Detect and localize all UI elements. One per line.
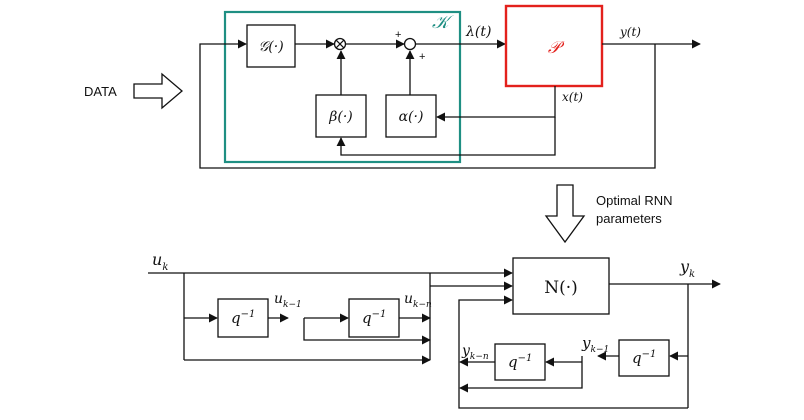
input-delay-1-label: q−1 xyxy=(231,309,255,327)
down-hollow-arrow xyxy=(544,184,586,244)
uk1-tap-line xyxy=(303,318,431,345)
state-feedback-alpha-line xyxy=(436,86,556,122)
yk-label: yk xyxy=(679,257,695,280)
outer-feedback-line xyxy=(199,39,656,169)
summing-node xyxy=(403,37,417,51)
controller-k-label: 𝒦 xyxy=(432,12,454,33)
controller-k-box xyxy=(223,10,462,164)
data-input-arrow xyxy=(133,72,184,110)
alpha-block-label: α(·) xyxy=(399,109,424,125)
n-block xyxy=(512,257,610,315)
data-label: DATA xyxy=(84,84,117,99)
y-label: y(t) xyxy=(619,25,641,39)
input-delay-2-block xyxy=(348,298,400,338)
output-delay-2-block xyxy=(494,343,546,381)
transition-section: Optimal RNN parameters xyxy=(544,184,673,244)
top-block-diagram: DATA 𝒦 𝒢(·) + + λ(t) β(·) xyxy=(84,4,701,169)
output-delay-2-label: q−1 xyxy=(508,353,532,371)
transition-label-line2: parameters xyxy=(596,211,662,226)
sum-plus-top: + xyxy=(395,29,401,41)
alpha-block xyxy=(385,94,437,138)
uk1-label: uk−1 xyxy=(274,291,302,310)
bottom-rnn-diagram: uk q−1 uk−1 q−1 uk−n N(·) yk q−1 xyxy=(148,250,721,409)
input-delay-1-block xyxy=(217,298,269,338)
lambda-label: λ(t) xyxy=(465,24,491,40)
output-delay-1-label: q−1 xyxy=(632,349,656,367)
yk1-tap-line xyxy=(459,356,583,393)
plant-p-block xyxy=(504,4,604,88)
state-feedback-beta-line xyxy=(336,117,556,156)
beta-block xyxy=(315,94,367,138)
g-block xyxy=(246,24,296,68)
output-bus-line xyxy=(458,295,688,409)
n-block-label: N(·) xyxy=(544,278,578,298)
uk-label: uk xyxy=(152,250,168,273)
beta-block-label: β(·) xyxy=(328,109,352,125)
ukn-label: uk−n xyxy=(404,291,432,310)
multiplier-node xyxy=(333,37,347,51)
sum-plus-bottom: + xyxy=(419,51,425,63)
input-delay-2-label: q−1 xyxy=(362,309,386,327)
transition-label-line1: Optimal RNN xyxy=(596,193,673,208)
g-block-label: 𝒢(·) xyxy=(258,39,283,55)
ykn-label: yk−n xyxy=(461,343,489,362)
x-label: x(t) xyxy=(562,90,583,104)
output-delay-1-block xyxy=(618,339,670,377)
yk1-label: yk−1 xyxy=(581,334,609,355)
